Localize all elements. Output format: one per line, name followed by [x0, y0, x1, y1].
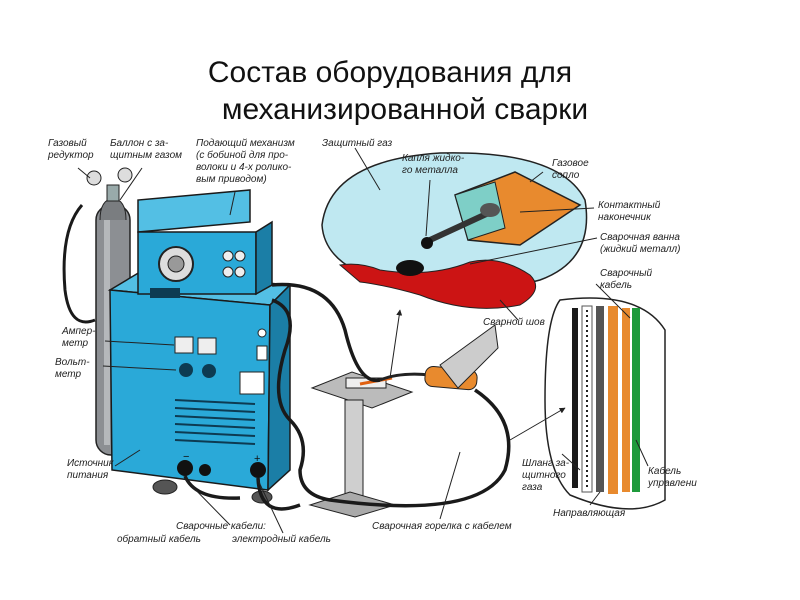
voltmeter-dial: [197, 337, 217, 355]
svg-text:−: −: [183, 451, 189, 463]
label-shield-gas: Защитный газ: [322, 138, 392, 149]
page-title-line-1: Состав оборудования для: [207, 56, 573, 89]
welding-torch: [379, 324, 499, 391]
label-gas-cylinder: Баллон с за-щитным газом: [110, 138, 182, 161]
label-voltmeter: Вольт-метр: [55, 357, 90, 380]
label-weld-seam: Сварной шов: [483, 317, 545, 328]
label-metal-drop: Капля жидко-го металла: [402, 153, 465, 176]
feed-mechanism: [137, 189, 273, 298]
label-weld-pool: Сварочная ванна(жидкий металл): [600, 232, 681, 255]
label-welding-cables: Сварочные кабели:: [176, 520, 266, 532]
label-feed-mechanism: Подающий механизм(с бобиной для про-воло…: [196, 138, 295, 185]
leader-lines: [77, 147, 649, 534]
power-source: − +: [107, 271, 292, 504]
label-ammeter: Ампер-метр: [61, 326, 96, 349]
ammeter-dial: [174, 336, 194, 354]
svg-text:+: +: [254, 453, 260, 465]
welding-torch-stand: [308, 371, 414, 518]
page-title-line-2: механизированной сварки: [221, 93, 589, 126]
cable-detail-inset: [544, 297, 666, 510]
label-return-cable: обратный кабель: [117, 533, 201, 545]
cables: [183, 282, 511, 511]
label-electrode-cable: электродный кабель: [232, 533, 331, 545]
label-torch-with-cable: Сварочная горелка с кабелем: [372, 520, 512, 532]
label-guide: Направляющая: [553, 508, 626, 519]
nozzle-detail-inset: [321, 152, 588, 309]
gas-reducer: [62, 167, 133, 324]
